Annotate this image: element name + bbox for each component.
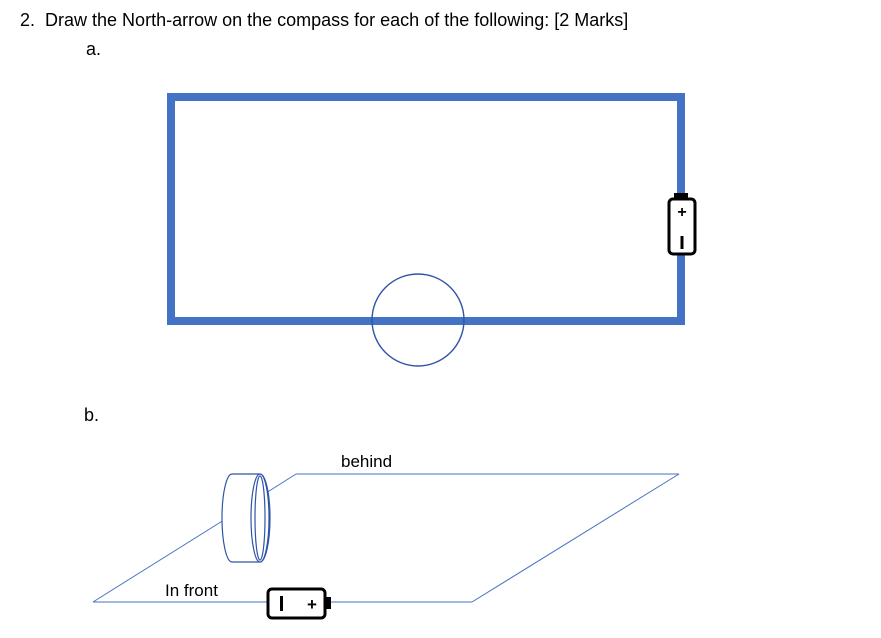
question-number: 2. <box>20 10 36 30</box>
in-front-label: In front <box>165 581 218 600</box>
compass-a <box>371 273 465 367</box>
battery-a-positive: + <box>677 204 686 221</box>
battery-a: + <box>666 193 697 256</box>
part-a-label: a. <box>86 39 102 59</box>
part-b-label: b. <box>84 405 100 425</box>
question-body: Draw the North-arrow on the compass for … <box>45 10 629 30</box>
circuit-wire-loop <box>167 93 685 325</box>
question-text: 2. Draw the North-arrow on the compass f… <box>20 9 628 31</box>
behind-label: behind <box>341 452 393 471</box>
